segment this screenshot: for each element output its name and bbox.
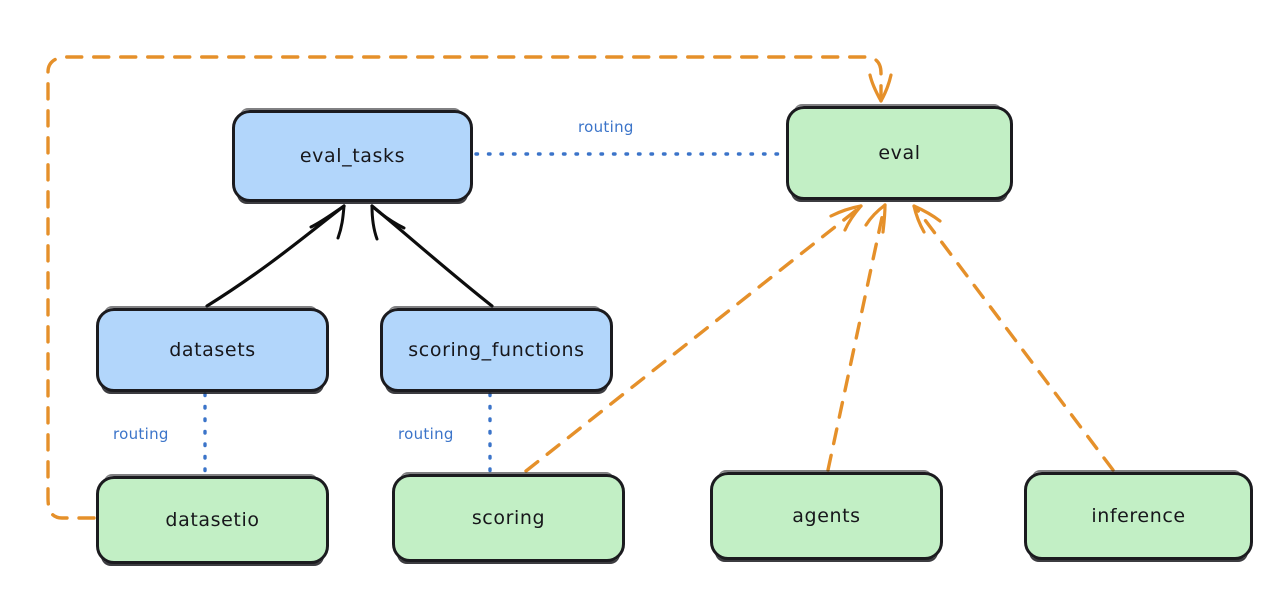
- node-scoring[interactable]: scoring: [392, 472, 625, 564]
- node-label-scoring: scoring: [471, 507, 546, 529]
- edge-inference-to-eval: [912, 204, 1115, 472]
- node-inference[interactable]: inference: [1024, 470, 1253, 562]
- node-label-inference: inference: [1091, 505, 1186, 527]
- node-label-datasets: datasets: [169, 339, 256, 361]
- edge-agents-to-eval: [826, 203, 887, 472]
- edge-label-routing-eval-tasks: routing: [578, 118, 634, 136]
- edge-datasets-to-eval-tasks: [205, 204, 346, 308]
- node-datasets[interactable]: datasets: [96, 306, 329, 394]
- node-label-eval: eval: [878, 142, 921, 164]
- node-agents[interactable]: agents: [710, 470, 943, 562]
- node-eval[interactable]: eval: [786, 104, 1013, 202]
- edge-scoring-functions-to-eval-tasks: [370, 204, 494, 308]
- node-label-scoring-functions: scoring_functions: [408, 339, 585, 361]
- edge-label-routing-scoring-functions: routing: [398, 425, 454, 443]
- node-label-agents: agents: [792, 505, 861, 527]
- node-label-eval-tasks: eval_tasks: [299, 145, 406, 167]
- edge-label-routing-datasets: routing: [113, 425, 169, 443]
- node-eval-tasks[interactable]: eval_tasks: [232, 108, 473, 204]
- node-scoring-functions[interactable]: scoring_functions: [380, 306, 613, 394]
- node-label-datasetio: datasetio: [165, 509, 260, 531]
- node-datasetio[interactable]: datasetio: [96, 474, 329, 566]
